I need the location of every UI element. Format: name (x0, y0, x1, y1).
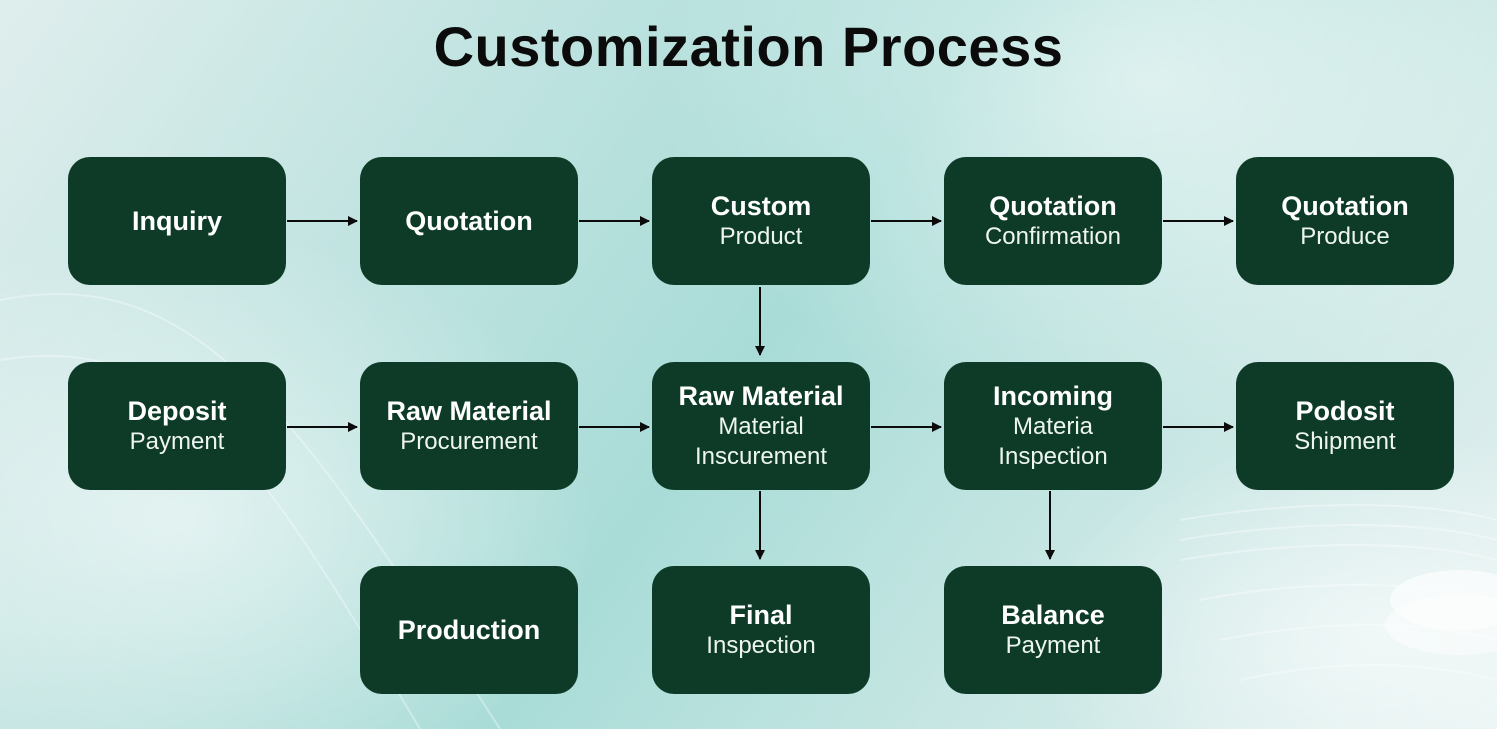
step-raw-material-inscurement: Raw Material Material Inscurement (652, 362, 870, 490)
step-subtitle: Payment (1005, 632, 1101, 659)
step-subtitle: Payment (129, 428, 225, 455)
step-podosit-shipment: Podosit Shipment (1236, 362, 1454, 490)
step-inquiry: Inquiry (68, 157, 286, 285)
step-custom-product: Custom Product (652, 157, 870, 285)
step-quotation-produce: Quotation Produce (1236, 157, 1454, 285)
step-quotation: Quotation (360, 157, 578, 285)
step-production: Production (360, 566, 578, 694)
step-subtitle-2: Inscurement (694, 443, 828, 470)
step-subtitle: Produce (1300, 223, 1390, 250)
step-subtitle: Procurement (400, 428, 538, 455)
step-subtitle: Product (719, 223, 803, 250)
step-final-inspection: Final Inspection (652, 566, 870, 694)
page-title: Customization Process (433, 15, 1064, 78)
step-subtitle-2: Inspection (998, 443, 1108, 470)
step-title: Deposit (127, 396, 227, 426)
step-deposit-payment: Deposit Payment (68, 362, 286, 490)
step-title: Quotation (1281, 191, 1409, 221)
step-title: Raw Material (386, 396, 552, 426)
step-raw-material-procurement: Raw Material Procurement (360, 362, 578, 490)
step-quotation-confirmation: Quotation Confirmation (944, 157, 1162, 285)
step-subtitle: Inspection (706, 632, 816, 659)
step-title: Quotation (989, 191, 1117, 221)
step-title: Production (397, 615, 541, 645)
step-title: Incoming (993, 381, 1113, 411)
step-title: Inquiry (131, 206, 222, 236)
step-subtitle: Material (718, 413, 804, 440)
step-subtitle: Materia (1012, 413, 1094, 440)
step-subtitle: Confirmation (984, 223, 1122, 250)
step-title: Balance (1001, 600, 1105, 630)
step-title: Final (729, 600, 793, 630)
step-title: Quotation (405, 206, 533, 236)
step-incoming-inspection: Incoming Materia Inspection (944, 362, 1162, 490)
step-title: Custom (710, 191, 812, 221)
step-title: Raw Material (678, 381, 844, 411)
step-title: Podosit (1295, 396, 1395, 426)
step-subtitle: Shipment (1294, 428, 1396, 455)
step-balance-payment: Balance Payment (944, 566, 1162, 694)
